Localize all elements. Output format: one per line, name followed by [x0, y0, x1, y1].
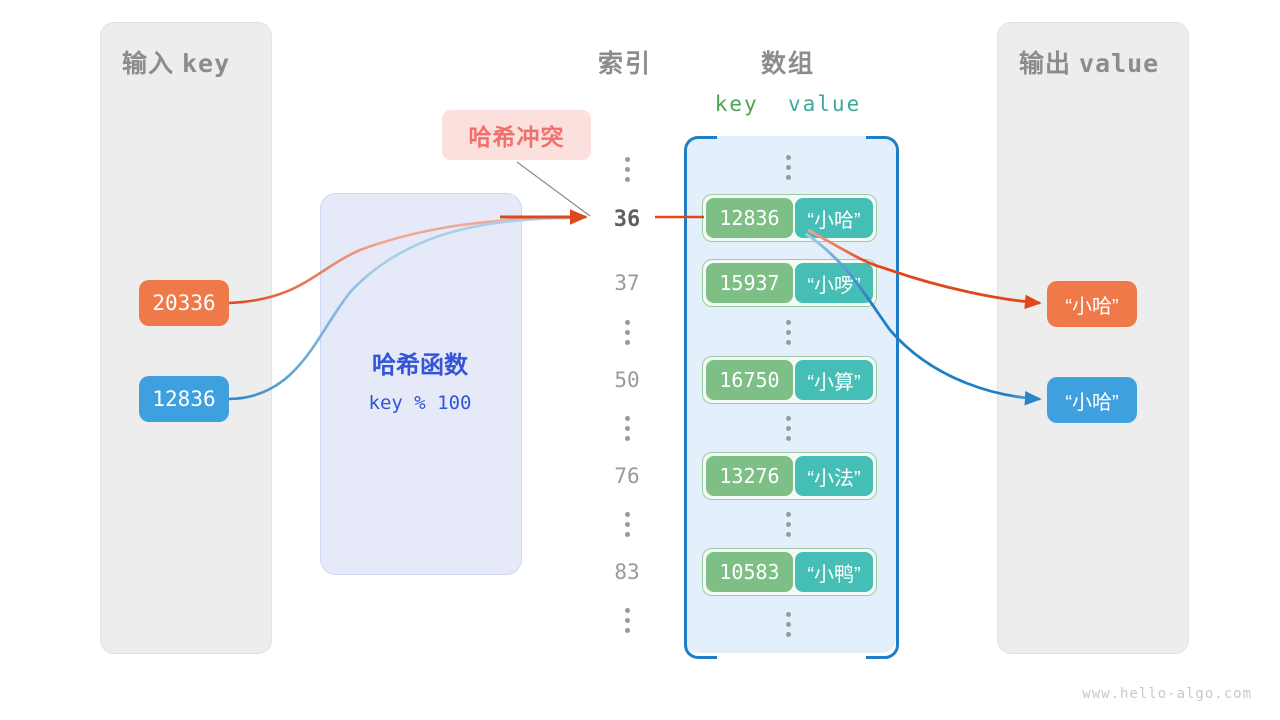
table-row[interactable]: 13276 “小法”	[702, 452, 877, 500]
array-bracket-left	[684, 136, 717, 659]
index-column-header: 索引	[597, 50, 652, 78]
bucket-value-37: “小啰”	[794, 263, 873, 303]
table-row[interactable]: 10583 “小鸭”	[702, 548, 877, 596]
watermark: www.hello-algo.com	[1082, 686, 1252, 702]
bucket-key-50: 16750	[706, 360, 793, 400]
output-value-2[interactable]: “小哈”	[1047, 377, 1137, 423]
bucket-key-76: 13276	[706, 456, 793, 496]
index-ellipsis-2	[617, 416, 637, 441]
index-ellipsis-1	[617, 320, 637, 345]
input-key-20336[interactable]: 20336	[139, 280, 229, 326]
output-value-1[interactable]: “小哈”	[1047, 281, 1137, 327]
input-panel	[100, 22, 272, 654]
input-key-12836[interactable]: 12836	[139, 376, 229, 422]
bucket-key-83: 10583	[706, 552, 793, 592]
array-ellipsis-3	[778, 512, 798, 537]
bucket-value-50: “小算”	[794, 360, 873, 400]
index-label-37: 37	[614, 271, 640, 295]
value-header-label: value	[788, 92, 862, 116]
index-ellipsis-3	[617, 512, 637, 537]
bucket-value-36: “小哈”	[794, 198, 873, 238]
collision-leader-line	[516, 161, 591, 217]
bucket-key-37: 15937	[706, 263, 793, 303]
output-panel	[997, 22, 1189, 654]
index-label-76: 76	[614, 464, 640, 488]
bucket-value-83: “小鸭”	[794, 552, 873, 592]
key-value-header: key value	[688, 92, 888, 116]
output-title-mono: value	[1078, 49, 1160, 78]
table-row[interactable]: 12836 “小哈”	[702, 194, 877, 242]
bucket-key-36: 12836	[706, 198, 793, 238]
table-row[interactable]: 16750 “小算”	[702, 356, 877, 404]
output-panel-title: 输出 value	[1019, 44, 1159, 80]
input-panel-title: 输入 key	[122, 44, 230, 80]
hash-function-box	[320, 193, 522, 575]
hash-function-formula: key % 100	[368, 392, 472, 414]
table-row[interactable]: 15937 “小啰”	[702, 259, 877, 307]
array-column-header: 数组	[760, 50, 815, 78]
index-label-36: 36	[613, 207, 641, 232]
bucket-value-76: “小法”	[794, 456, 873, 496]
index-label-50: 50	[614, 368, 640, 392]
array-ellipsis-2	[778, 416, 798, 441]
array-ellipsis-1	[778, 320, 798, 345]
hash-collision-callout: 哈希冲突	[442, 110, 591, 160]
input-title-cn: 输入	[122, 50, 175, 78]
key-header-label: key	[714, 92, 759, 116]
array-ellipsis-top	[778, 155, 798, 180]
hash-function-title: 哈希函数	[372, 352, 468, 379]
output-title-cn: 输出	[1019, 50, 1072, 78]
index-ellipsis-top	[617, 157, 637, 182]
input-title-mono: key	[181, 49, 231, 78]
array-ellipsis-bottom	[778, 612, 798, 637]
index-label-83: 83	[614, 560, 640, 584]
index-ellipsis-bottom	[617, 608, 637, 633]
